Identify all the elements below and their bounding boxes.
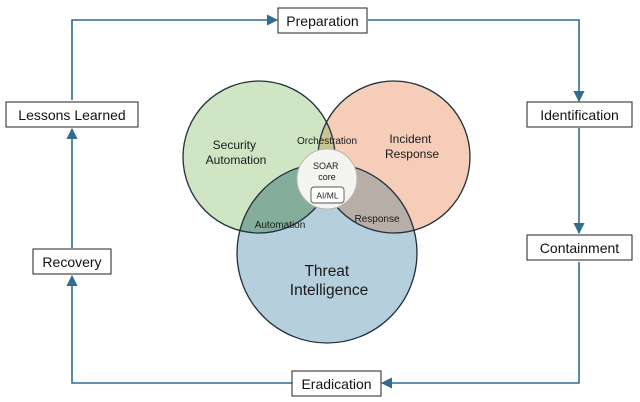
cycle-step-lessons-learned-label: Lessons Learned: [18, 107, 125, 123]
cycle-connectors: [66, 14, 585, 389]
cycle-step-eradication: Eradication: [291, 370, 382, 397]
cycle-step-recovery: Recovery: [32, 248, 112, 275]
threat-intelligence-label: Threat Intelligence: [290, 263, 368, 299]
incident-response-label: Incident Response: [385, 132, 439, 161]
orchestration-label: Orchestration: [297, 136, 357, 147]
response-overlap-label: Response: [354, 214, 399, 225]
venn-diagram: SOAR core AI/ML Security Automation Inci…: [182, 80, 471, 344]
arrow-containment-to-eradication: [380, 262, 580, 389]
cycle-step-lessons-learned: Lessons Learned: [5, 101, 139, 128]
cycle-step-preparation: Preparation: [277, 7, 368, 34]
cycle-step-preparation-label: Preparation: [286, 13, 358, 29]
cycle-step-identification: Identification: [526, 101, 633, 128]
cycle-step-containment: Containment: [526, 234, 633, 261]
security-automation-label: Security Automation: [206, 138, 267, 167]
soar-core-label: SOAR core: [313, 161, 341, 182]
arrow-lessons-learned-to-preparation: [71, 14, 279, 100]
cycle-step-identification-label: Identification: [540, 107, 619, 123]
arrow-preparation-to-identification: [368, 19, 585, 103]
cycle-step-eradication-label: Eradication: [301, 376, 371, 392]
aiml-badge: [310, 186, 345, 204]
venn-overlap-response: [318, 163, 417, 233]
aiml-badge-label: AI/ML: [316, 191, 338, 201]
cycle-step-recovery-label: Recovery: [42, 254, 101, 270]
automation-overlap-label: Automation: [255, 220, 306, 231]
venn-overlap-automation: [237, 163, 335, 233]
arrow-eradication-to-recovery: [66, 274, 292, 384]
cycle-step-containment-label: Containment: [540, 240, 619, 256]
